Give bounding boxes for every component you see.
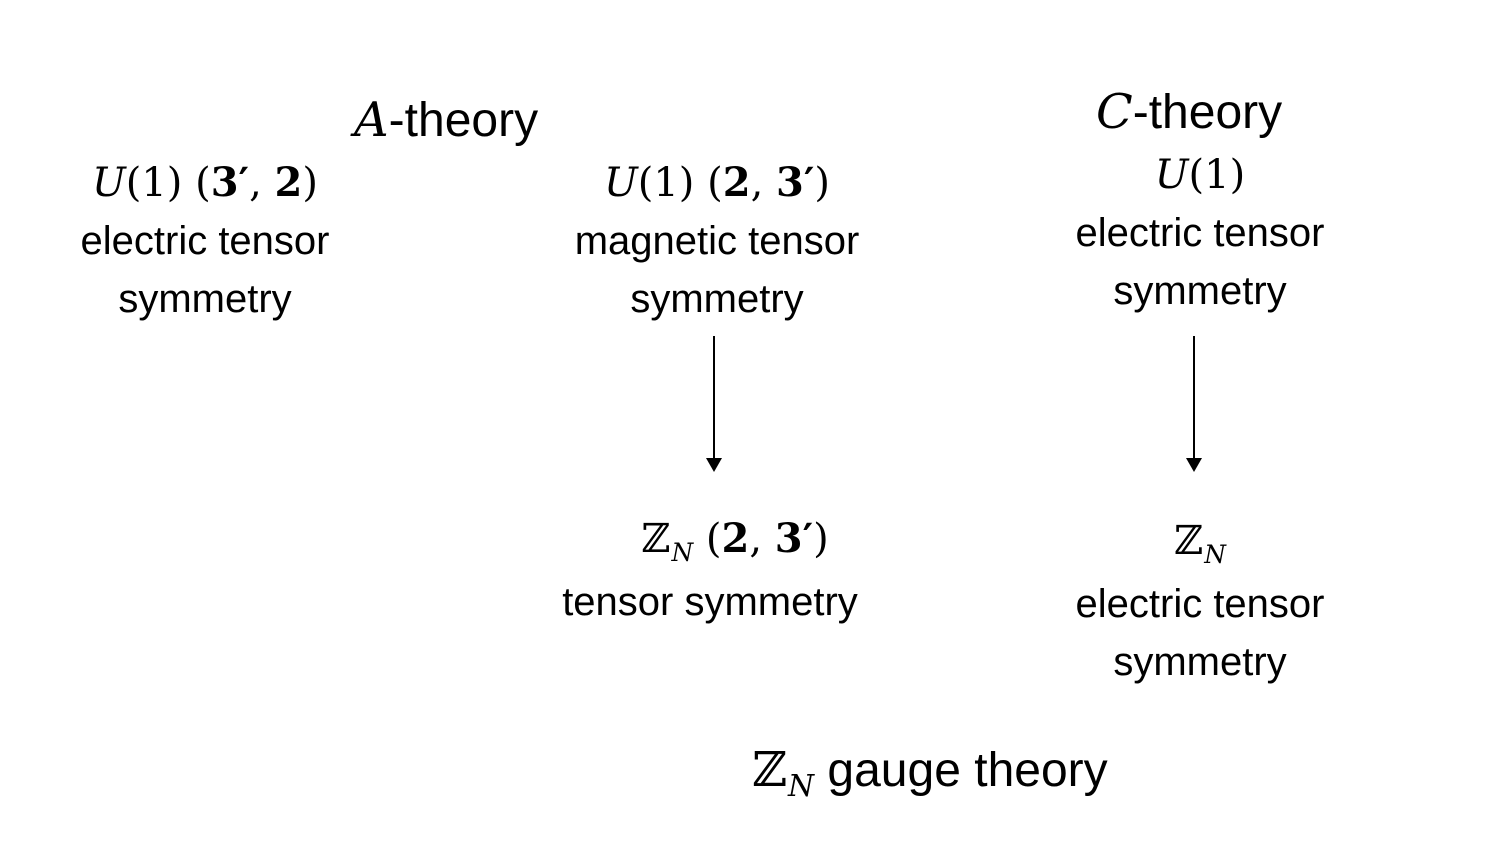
a-magnetic-group: U(1) (2, 3′) — [604, 159, 830, 206]
a-theory-suffix: -theory — [388, 94, 539, 147]
c-electric-group: U(1) — [1154, 152, 1246, 198]
a-electric-line1: electric tensor — [80, 219, 330, 263]
footer-text: gauge theory — [814, 744, 1108, 797]
c-breaking-arrow — [1186, 336, 1202, 472]
c-electric-line2: symmetry — [1113, 269, 1287, 313]
c-zn-group: ℤN — [1174, 518, 1226, 569]
c-zn-symmetry: ℤN electric tensor symmetry — [1050, 512, 1350, 691]
c-zn-line1: electric tensor — [1075, 582, 1325, 626]
a-electric-group: U(1) (3′, 2) — [92, 159, 318, 206]
a-magnetic-line1: magnetic tensor — [574, 219, 860, 263]
a-magnetic-symmetry: U(1) (2, 3′) magnetic tensor symmetry — [552, 154, 882, 328]
a-electric-symmetry: U(1) (3′, 2) electric tensor symmetry — [55, 154, 355, 328]
c-electric-symmetry: U(1) electric tensor symmetry — [1050, 146, 1350, 320]
footer-group: ℤ — [752, 742, 788, 798]
a-zn-group: ℤN (2, 3′) — [641, 515, 829, 567]
a-theory-title: A-theory — [354, 92, 538, 149]
a-zn-line1: tensor symmetry — [562, 580, 858, 624]
a-theory-symbol: A — [354, 92, 389, 148]
c-theory-suffix: -theory — [1132, 86, 1283, 139]
c-zn-line2: symmetry — [1113, 640, 1287, 684]
c-theory-title: C-theory — [1096, 84, 1282, 141]
c-electric-line1: electric tensor — [1075, 211, 1325, 255]
a-zn-symmetry: ℤN (2, 3′) tensor symmetry — [540, 510, 880, 631]
a-breaking-arrow — [706, 336, 722, 472]
footer-group-sub: N — [788, 769, 815, 805]
a-electric-line2: symmetry — [118, 277, 292, 321]
a-magnetic-line2: symmetry — [630, 277, 804, 321]
c-theory-symbol: C — [1096, 84, 1133, 140]
zn-gauge-theory-label: ℤN gauge theory — [752, 742, 1108, 805]
